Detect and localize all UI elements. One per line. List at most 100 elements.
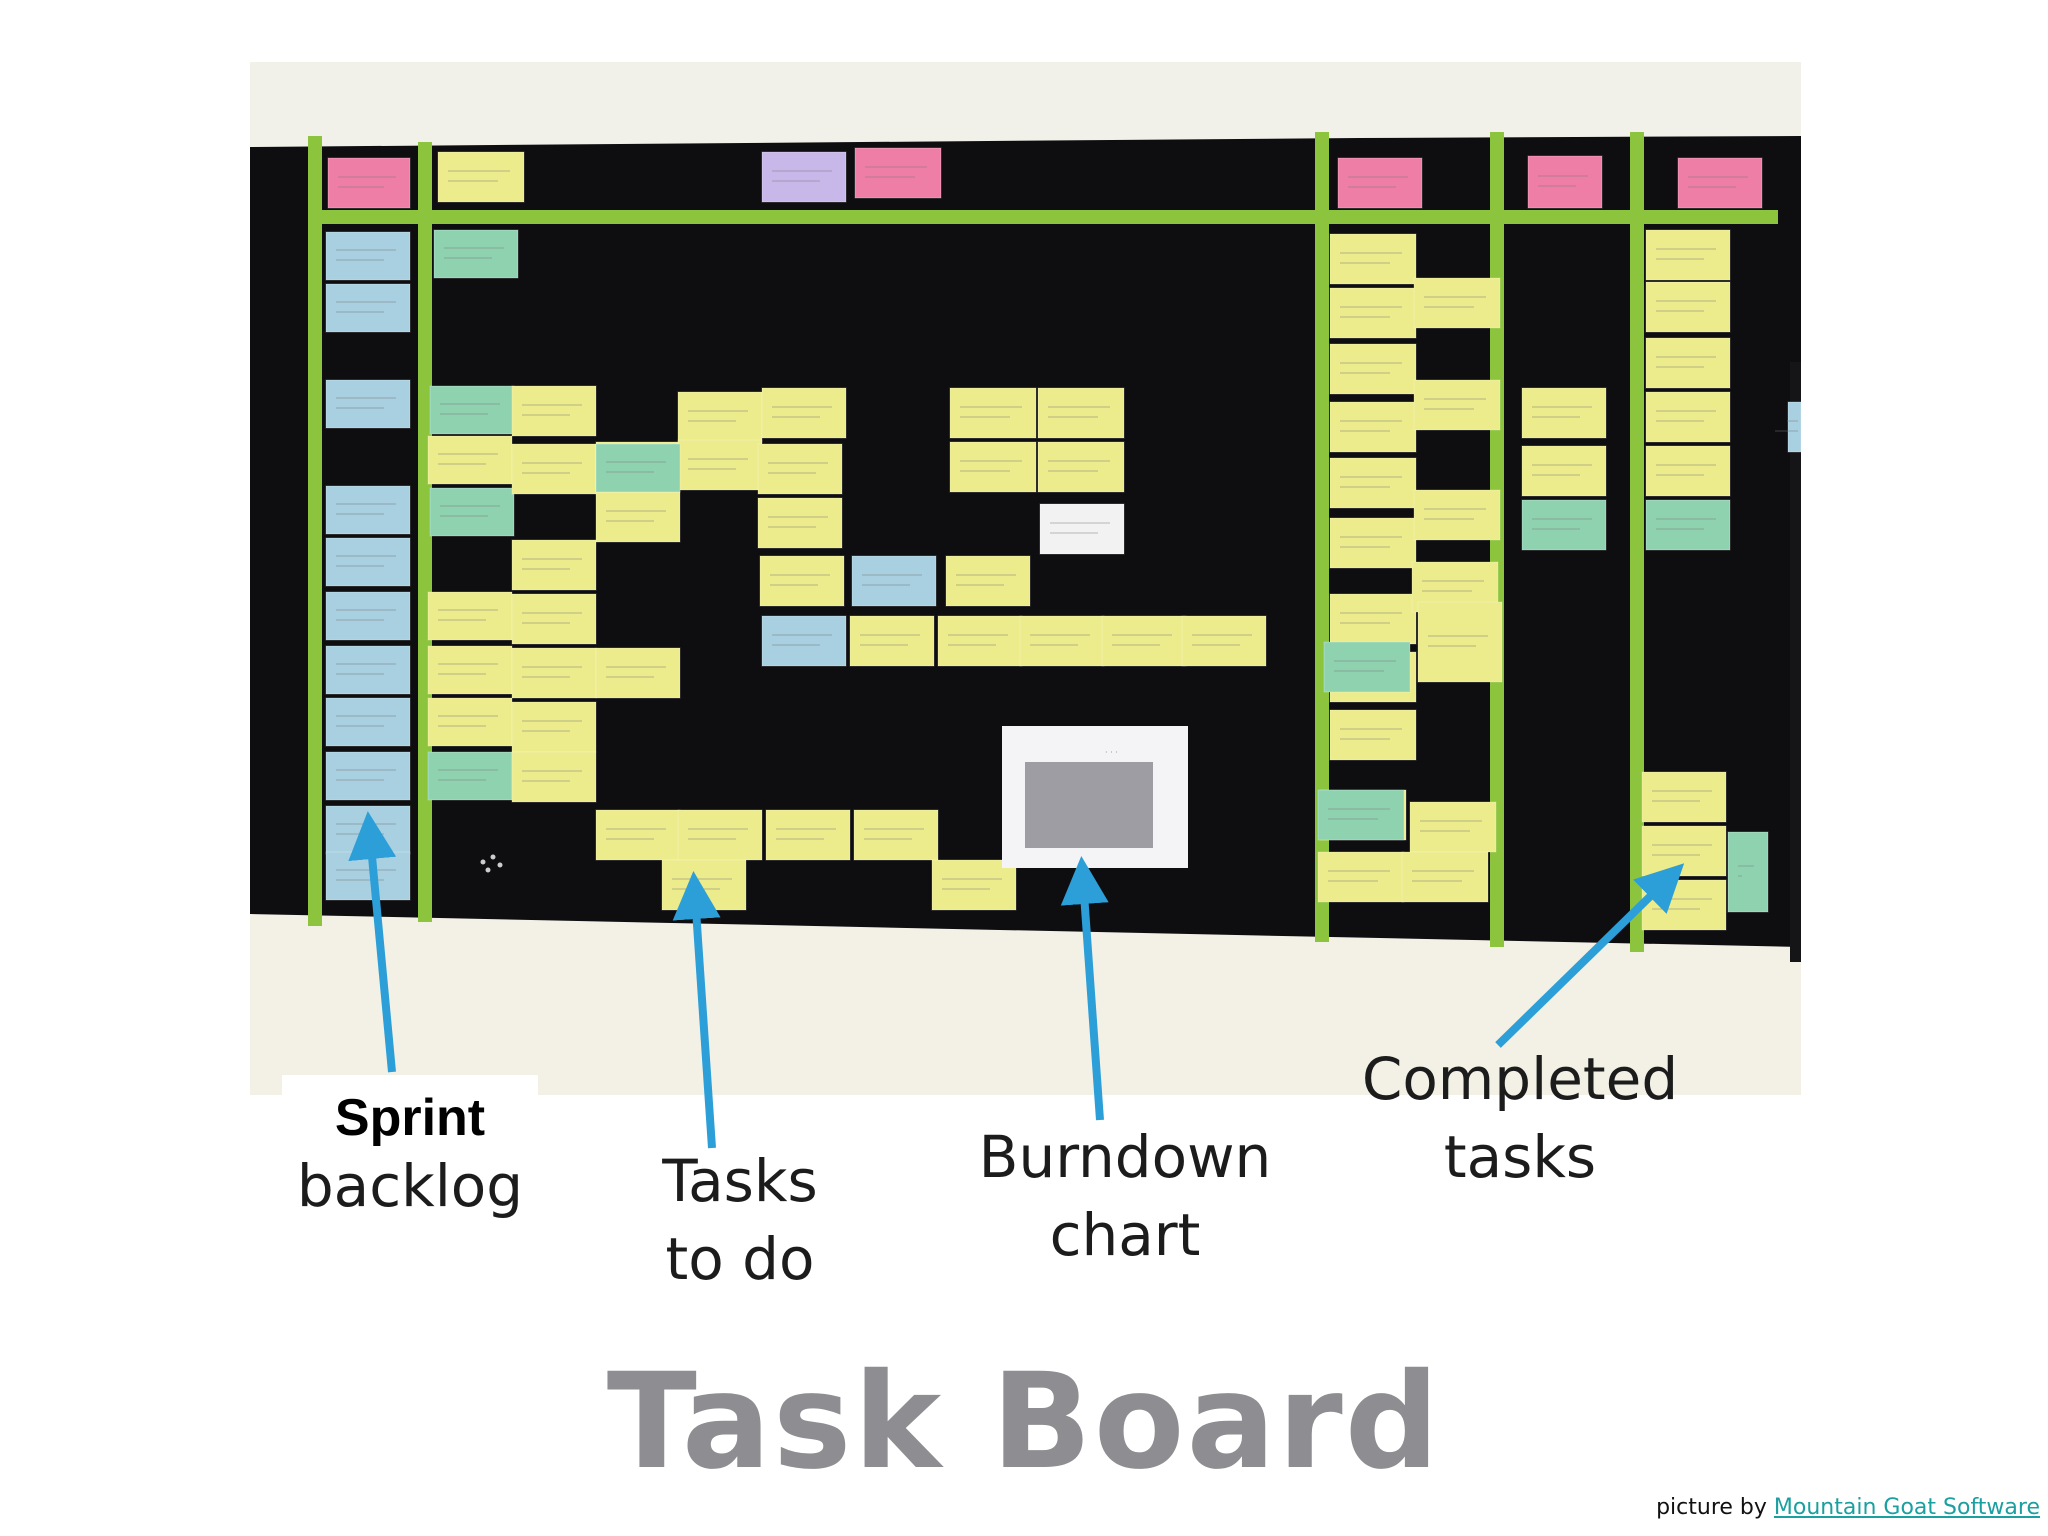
- sticky-note: [325, 537, 411, 587]
- sticky-note-scribble: [606, 666, 666, 678]
- sticky-note-scribble: [776, 828, 836, 840]
- sticky-note-scribble: [1656, 518, 1716, 530]
- sticky-note: [1645, 499, 1731, 551]
- sticky-note: [327, 157, 411, 209]
- sticky-note: [931, 859, 1017, 911]
- sticky-note: [1329, 517, 1417, 569]
- sticky-note: [1641, 825, 1727, 877]
- tasks-to-do-label: Tasks to do: [620, 1142, 860, 1298]
- sticky-note-scribble: [338, 176, 396, 188]
- sticky-note-scribble: [1340, 362, 1402, 374]
- sticky-note: [949, 387, 1037, 439]
- sticky-note-scribble: [1340, 536, 1402, 548]
- sticky-note-scribble: [770, 574, 830, 586]
- sticky-note: [595, 491, 681, 543]
- sticky-note-scribble: [1532, 518, 1592, 530]
- sticky-note-scribble: [1340, 476, 1402, 488]
- sticky-note: [677, 439, 763, 491]
- sticky-note-scribble: [336, 249, 396, 261]
- sticky-note-scribble: [522, 666, 582, 678]
- sticky-note: [1677, 157, 1763, 209]
- sticky-note-scribble: [956, 574, 1016, 586]
- sticky-note: [937, 615, 1023, 667]
- sticky-note: [511, 701, 597, 753]
- sticky-note: [325, 851, 411, 901]
- sticky-note: [1645, 229, 1731, 281]
- burndown-chart-paper: · · ·: [1002, 726, 1188, 868]
- sticky-note: [325, 379, 411, 429]
- sticky-note-scribble: [1420, 820, 1482, 832]
- sticky-note-scribble: [864, 828, 924, 840]
- svg-text:· · ·: · · ·: [1105, 748, 1118, 757]
- sticky-note-scribble: [1422, 580, 1484, 592]
- sticky-note-scribble: [948, 634, 1008, 646]
- sticky-note: [661, 859, 747, 911]
- sticky-note: [849, 615, 935, 667]
- tape-strip: [1315, 132, 1329, 942]
- sticky-notes: [325, 147, 1801, 931]
- burndown-chart-label: Burndown chart: [960, 1118, 1290, 1274]
- sticky-note: [325, 805, 411, 855]
- sticky-note: [511, 385, 597, 437]
- sticky-note: [325, 485, 411, 535]
- sticky-note: [765, 809, 851, 861]
- sticky-note: [1413, 379, 1501, 431]
- sticky-note-scribble: [1428, 635, 1488, 647]
- sticky-note: [1417, 601, 1503, 683]
- sticky-note-scribble: [865, 166, 927, 178]
- sticky-note-scribble: [1424, 508, 1486, 520]
- sticky-note-scribble: [336, 715, 396, 727]
- sticky-note-scribble: [440, 505, 500, 517]
- sticky-note: [761, 387, 847, 439]
- sticky-note: [595, 809, 681, 861]
- sticky-note-scribble: [1424, 296, 1486, 308]
- sticky-note-scribble: [1656, 300, 1716, 312]
- sticky-note: [1527, 155, 1603, 209]
- sticky-note-scribble: [1424, 398, 1486, 410]
- sticky-note-scribble: [438, 453, 498, 465]
- sticky-note: [1401, 851, 1489, 903]
- sticky-note: [1329, 401, 1417, 453]
- sticky-note-scribble: [688, 828, 748, 840]
- sticky-note-scribble: [862, 574, 922, 586]
- task-board-photo: · · ·: [250, 62, 1801, 1095]
- sticky-note: [1413, 277, 1501, 329]
- sticky-note-scribble: [606, 828, 666, 840]
- completed-tasks-label: Completed tasks: [1340, 1040, 1700, 1196]
- sticky-note-scribble: [860, 634, 920, 646]
- task-board-illustration: · · ·: [250, 62, 1801, 1095]
- sticky-note: [511, 443, 597, 495]
- sticky-note: [511, 647, 597, 699]
- sticky-note-scribble: [1412, 870, 1474, 882]
- sticky-note-scribble: [1532, 406, 1592, 418]
- sticky-note: [851, 555, 937, 607]
- sticky-note: [325, 645, 411, 695]
- sticky-note-scribble: [522, 770, 582, 782]
- sticky-note: [1641, 879, 1727, 931]
- completed-tasks-label-line2: tasks: [1443, 1123, 1597, 1191]
- sticky-note: [595, 443, 681, 493]
- sticky-note: [1323, 641, 1411, 693]
- sticky-note-scribble: [440, 403, 500, 415]
- sticky-note-scribble: [336, 609, 396, 621]
- sticky-note: [761, 151, 847, 203]
- sticky-note-scribble: [438, 769, 498, 781]
- sticky-note: [757, 497, 843, 549]
- sticky-note: [1037, 441, 1125, 493]
- sticky-note-scribble: [942, 878, 1002, 890]
- sticky-note-scribble: [336, 663, 396, 675]
- sticky-note: [325, 231, 411, 281]
- sticky-note-scribble: [606, 510, 666, 522]
- sticky-note-scribble: [336, 301, 396, 313]
- sticky-note-scribble: [336, 769, 396, 781]
- sprint-backlog-label-line2: backlog: [296, 1152, 524, 1220]
- sticky-note: [427, 697, 513, 747]
- sticky-note: [437, 151, 525, 203]
- sticky-note: [1645, 445, 1731, 497]
- sticky-note-scribble: [960, 460, 1022, 472]
- sticky-note: [1521, 499, 1607, 551]
- page-title: Task Board: [606, 1345, 1442, 1499]
- sticky-note: [1521, 387, 1607, 439]
- sticky-note: [1037, 387, 1125, 439]
- credit-link[interactable]: Mountain Goat Software: [1773, 1495, 2040, 1520]
